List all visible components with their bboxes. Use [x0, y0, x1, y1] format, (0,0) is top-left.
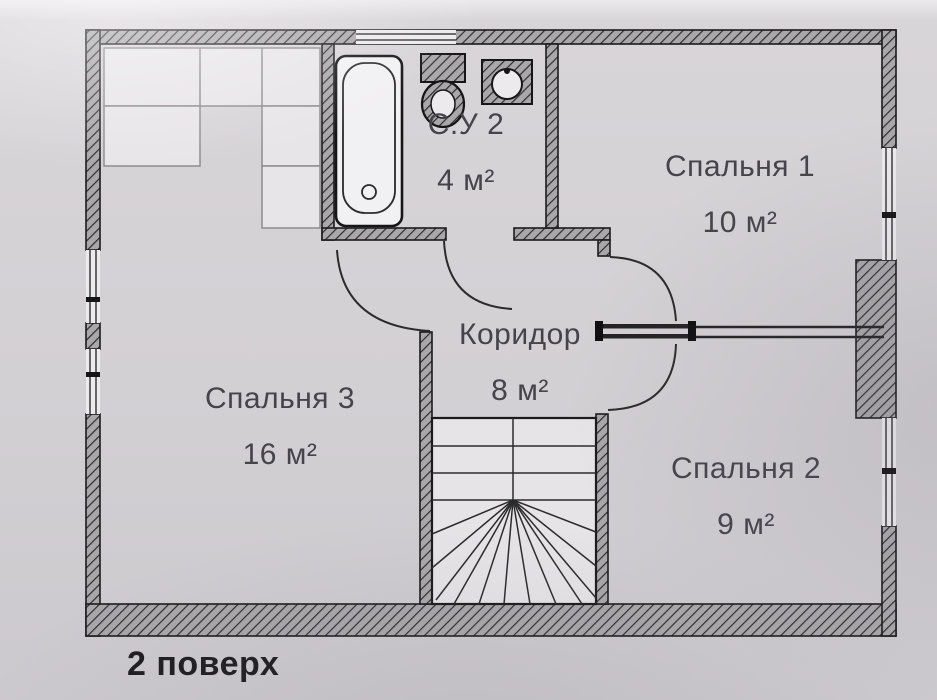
room-area: 10 м² — [702, 206, 778, 239]
bathtub-icon — [334, 54, 404, 228]
outer-walls — [85, 29, 897, 637]
room-name: Спальня 3 — [204, 382, 356, 415]
room-label-bathroom-2: С.У 2 4 м² — [428, 108, 505, 198]
toilet-icon — [420, 53, 466, 129]
room-label-bedroom-3: Спальня 3 16 м² — [205, 382, 355, 472]
room-area: 4 м² — [437, 164, 495, 197]
room-area: 8 м² — [491, 374, 549, 407]
room-area: 16 м² — [242, 438, 318, 471]
floor-caption: 2 поверх — [127, 645, 280, 683]
door-arcs — [336, 240, 677, 411]
windows — [86, 30, 896, 526]
room-name: Коридор — [459, 318, 581, 351]
interior-walls — [321, 43, 611, 605]
room-label-bedroom-2: Спальня 2 9 м² — [671, 452, 821, 542]
bedroom-divider-wall — [595, 321, 884, 341]
room-label-bedroom-1: Спальня 1 10 м² — [665, 150, 815, 240]
room-name: Спальня 2 — [670, 452, 822, 485]
wardrobe-furniture — [103, 47, 321, 229]
room-name: С.У 2 — [427, 108, 505, 141]
room-name: Спальня 1 — [664, 150, 816, 183]
room-label-corridor: Коридор 8 м² — [459, 318, 581, 408]
room-area: 9 м² — [717, 508, 775, 541]
staircase — [430, 416, 598, 606]
sink-icon — [481, 59, 533, 105]
